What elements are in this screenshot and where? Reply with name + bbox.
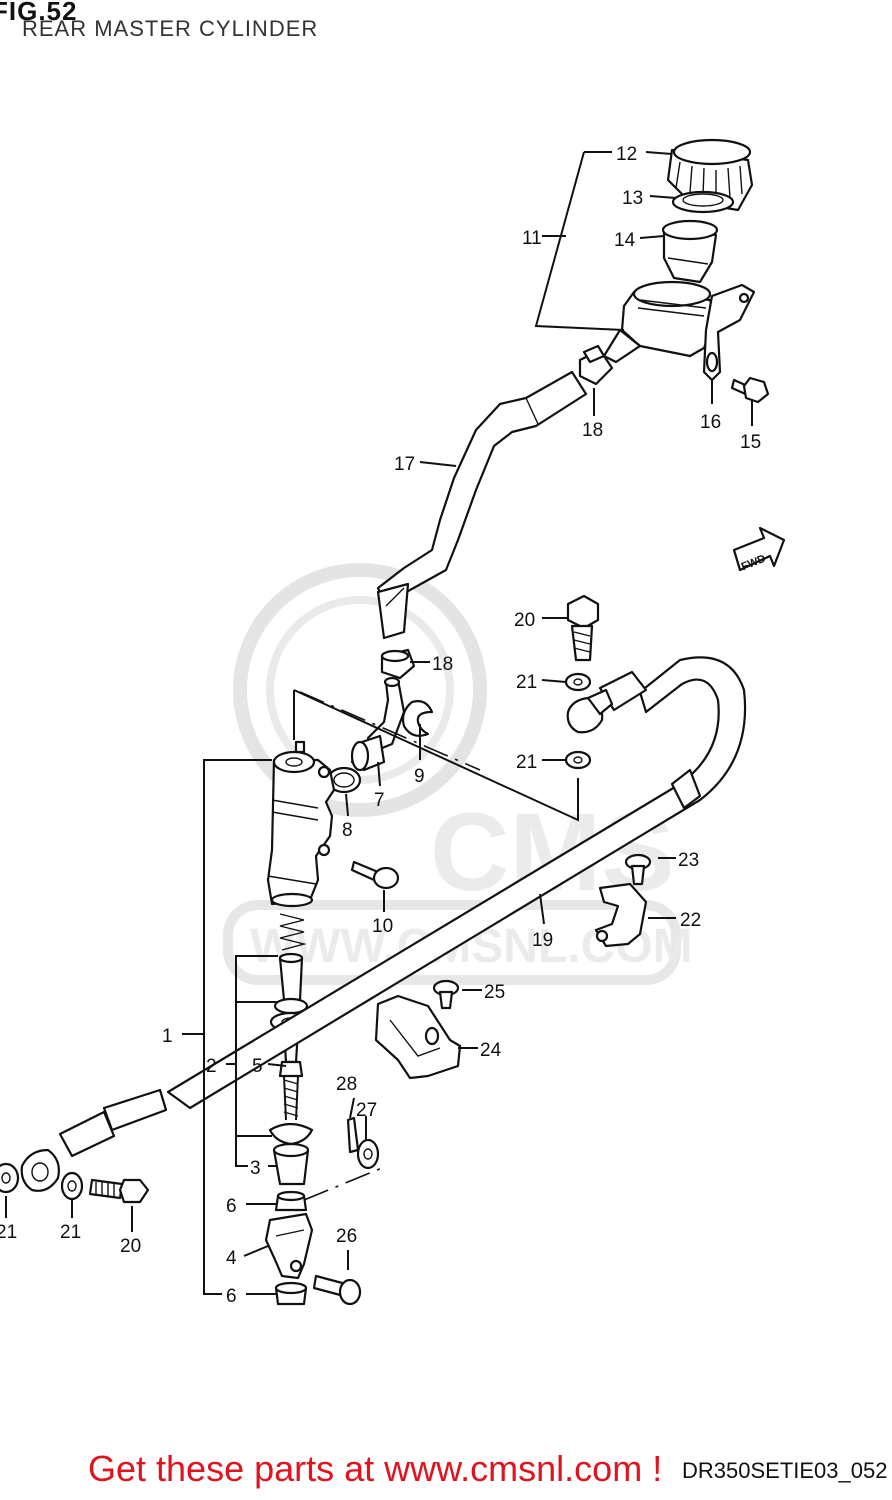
fwd-arrow: FWD [732, 526, 786, 573]
callout-10: 10 [372, 916, 393, 937]
callout-28: 28 [336, 1074, 357, 1095]
callout-26: 26 [336, 1226, 357, 1247]
callout-22: 22 [680, 910, 701, 931]
sealing-washer-upper-b [564, 750, 592, 770]
callout-6-lower: 6 [226, 1286, 237, 1307]
sealing-washer-lower-b [60, 1171, 84, 1201]
hose-clamp-upper [578, 344, 614, 386]
figure-number: FIG.52 [0, 0, 78, 26]
callout-15: 15 [740, 432, 761, 453]
o-ring [326, 766, 362, 794]
callout-21-lower-a: 21 [0, 1222, 17, 1243]
callout-24: 24 [480, 1040, 502, 1061]
hose-clamp-bracket [374, 994, 462, 1080]
clamp-bolt [432, 979, 460, 1010]
callout-20-lower: 20 [120, 1236, 141, 1257]
callout-14: 14 [614, 230, 636, 251]
callout-16: 16 [700, 412, 721, 433]
hose-clamp-lower [380, 648, 416, 680]
diagram-code: DR350SETIE03_052 [682, 1458, 888, 1483]
guide-screw [624, 853, 652, 886]
circlip [401, 700, 434, 737]
callout-11: 11 [522, 228, 542, 249]
spring [279, 913, 307, 951]
callout-8: 8 [342, 820, 353, 841]
banjo-bolt-upper [566, 594, 600, 662]
banjo-fitting-upper [566, 688, 614, 734]
callout-19: 19 [532, 930, 553, 951]
callout-13: 13 [622, 188, 643, 209]
clevis [264, 1212, 314, 1280]
callout-17: 17 [394, 454, 415, 475]
callout-25: 25 [484, 982, 505, 1003]
callout-1: 1 [162, 1026, 173, 1047]
reservoir-bracket [702, 283, 756, 382]
callout-labels: 12 13 14 11 16 15 18 17 20 21 21 18 9 7 … [0, 144, 761, 1307]
reservoir-tank [602, 280, 718, 364]
bracket-bolt [730, 376, 770, 404]
callout-2: 2 [206, 1056, 217, 1077]
page-title: REAR MASTER CYLINDER [22, 16, 319, 41]
reservoir-diaphragm-plate [671, 190, 735, 214]
sealing-washer-upper-a [564, 672, 592, 692]
hose-fitting [350, 676, 406, 772]
sealing-washer-lower-a [0, 1162, 20, 1194]
callout-7: 7 [374, 790, 385, 811]
leader-lines [5, 151, 753, 1295]
callout-23: 23 [678, 850, 699, 871]
callout-5: 5 [252, 1056, 263, 1077]
callout-21-lower-b: 21 [60, 1222, 81, 1243]
master-cylinder-body [266, 740, 336, 908]
callout-9: 9 [414, 766, 425, 787]
callout-4: 4 [226, 1248, 237, 1269]
callout-27: 27 [356, 1100, 377, 1121]
callout-20-upper: 20 [514, 610, 535, 631]
boot [272, 1142, 310, 1186]
callout-6-upper: 6 [226, 1196, 237, 1217]
clevis-pin [312, 1274, 362, 1306]
banjo-bolt-lower [88, 1178, 150, 1204]
cotter-pin [346, 1116, 360, 1154]
nut-lower [274, 1281, 308, 1306]
brake-hose [20, 656, 747, 1192]
callout-18-upper: 18 [582, 420, 603, 441]
washer [356, 1138, 380, 1170]
reservoir-hose [376, 370, 588, 640]
advert-link[interactable]: Get these parts at www.cmsnl.com ! [88, 1448, 663, 1489]
callout-18-lower: 18 [432, 654, 453, 675]
callout-12: 12 [616, 144, 637, 165]
callout-21-upper-b: 21 [516, 752, 537, 773]
callout-21-upper-a: 21 [516, 672, 537, 693]
nut-upper [274, 1190, 308, 1212]
callout-3: 3 [250, 1158, 261, 1179]
snap-ring [268, 1122, 314, 1146]
mounting-screw [350, 860, 400, 890]
reservoir-diaphragm [661, 219, 719, 284]
hose-guide [594, 882, 648, 948]
